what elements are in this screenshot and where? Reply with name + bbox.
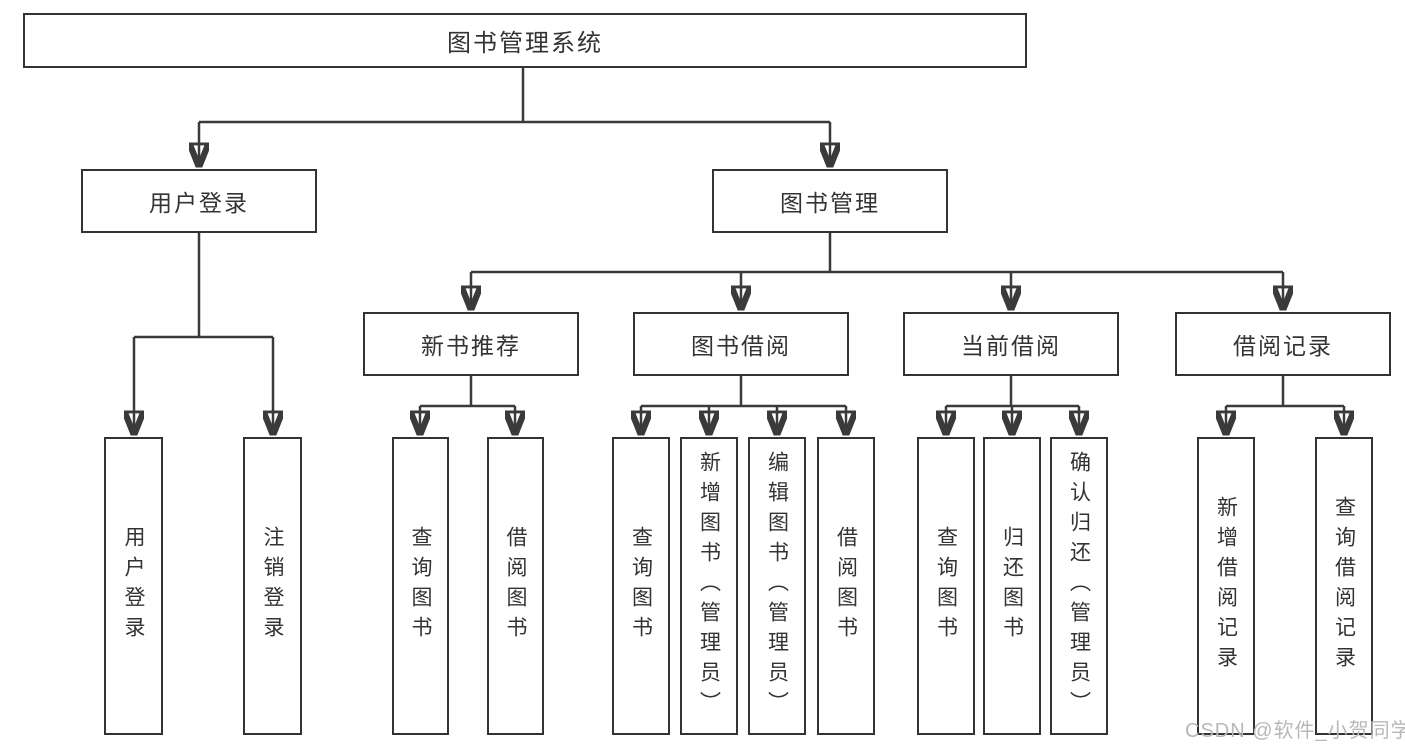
node-user-login-action: 用户登录 — [104, 437, 163, 735]
node-user-login-action-label: 用户登录 — [122, 526, 145, 646]
csdn-watermark: CSDN @软件_小贺同学 — [1185, 720, 1405, 742]
node-new-books-label: 新书推荐 — [421, 333, 521, 359]
node-query-borrow-record-label: 查询借阅记录 — [1332, 496, 1356, 676]
node-return-books-label: 归还图书 — [1000, 526, 1024, 646]
node-add-books-admin: 新增图书（管理员） — [680, 437, 738, 735]
node-edit-books-admin: 编辑图书（管理员） — [748, 437, 806, 735]
node-root: 图书管理系统 — [23, 13, 1027, 68]
node-current-borrowing: 当前借阅 — [903, 312, 1119, 376]
node-current-borrowing-label: 当前借阅 — [961, 333, 1061, 359]
node-query-borrow-record: 查询借阅记录 — [1315, 437, 1373, 735]
node-root-label: 图书管理系统 — [447, 30, 603, 57]
node-borrow-books-label: 借阅图书 — [834, 526, 858, 646]
node-user-login: 用户登录 — [81, 169, 317, 233]
node-confirm-return-admin-label: 确认归还（管理员） — [1067, 451, 1091, 721]
node-query-books-borrowing-label: 查询图书 — [629, 526, 653, 646]
node-query-books-current-label: 查询图书 — [934, 526, 958, 646]
node-borrowing-records: 借阅记录 — [1175, 312, 1391, 376]
node-logout: 注销登录 — [243, 437, 302, 735]
node-query-books-recommend: 查询图书 — [392, 437, 449, 735]
node-book-management-label: 图书管理 — [780, 190, 880, 216]
node-user-login-label: 用户登录 — [149, 190, 249, 216]
node-logout-label: 注销登录 — [261, 526, 284, 646]
node-query-books-borrowing: 查询图书 — [612, 437, 670, 735]
node-add-books-admin-label: 新增图书（管理员） — [697, 451, 721, 721]
node-edit-books-admin-label: 编辑图书（管理员） — [765, 451, 789, 721]
node-borrow-books-recommend: 借阅图书 — [487, 437, 544, 735]
node-add-borrow-record: 新增借阅记录 — [1197, 437, 1255, 735]
node-add-borrow-record-label: 新增借阅记录 — [1214, 496, 1238, 676]
node-book-management: 图书管理 — [712, 169, 948, 233]
node-query-books-current: 查询图书 — [917, 437, 975, 735]
node-borrow-books-recommend-label: 借阅图书 — [504, 526, 527, 646]
node-book-borrowing-label: 图书借阅 — [691, 333, 791, 359]
node-query-books-recommend-label: 查询图书 — [409, 526, 432, 646]
node-return-books: 归还图书 — [983, 437, 1041, 735]
node-borrow-books: 借阅图书 — [817, 437, 875, 735]
node-borrowing-records-label: 借阅记录 — [1233, 333, 1333, 359]
node-new-books: 新书推荐 — [363, 312, 579, 376]
node-book-borrowing: 图书借阅 — [633, 312, 849, 376]
node-confirm-return-admin: 确认归还（管理员） — [1050, 437, 1108, 735]
